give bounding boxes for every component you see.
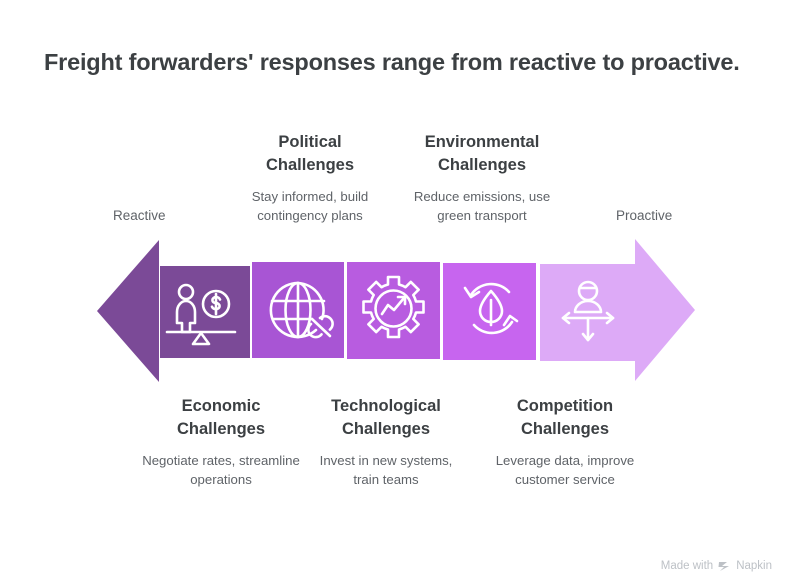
step-label-2: Political Challenges Stay informed, buil…: [228, 131, 392, 225]
step-title-line2: Challenges: [520, 420, 610, 439]
step-title-line1: Environmental: [424, 133, 540, 151]
step-title-4: Environmental Challenges: [400, 131, 564, 178]
arrowhead-left: [97, 240, 159, 382]
step-title-5: Competition Challenges: [483, 395, 647, 442]
gear-trend-chart-icon: [362, 275, 425, 339]
axis-label-reactive: Reactive: [113, 208, 166, 223]
step-tile-2[interactable]: [252, 262, 344, 358]
step-desc-4: Reduce emissions, use green transport: [413, 188, 551, 224]
step-tile-4[interactable]: [443, 263, 536, 360]
step-desc-2: Stay informed, build contingency plans: [251, 188, 369, 224]
step-desc-5: Leverage data, improve customer service: [495, 452, 635, 488]
step-desc-3: Invest in new systems, train teams: [319, 452, 453, 488]
globe-broken-link-icon: [269, 281, 334, 339]
step-title-2: Political Challenges: [228, 131, 392, 178]
step-title-line1: Economic: [181, 397, 261, 415]
step-label-3: Technological Challenges Invest in new s…: [306, 395, 466, 489]
balance-scale-person-money-icon: [165, 283, 237, 346]
page-title: Freight forwarders' responses range from…: [44, 49, 740, 75]
step-label-1: Economic Challenges Negotiate rates, str…: [141, 395, 301, 489]
axis-label-proactive: Proactive: [616, 208, 673, 223]
step-label-5: Competition Challenges Leverage data, im…: [483, 395, 647, 489]
step-desc-1: Negotiate rates, streamline operations: [142, 452, 300, 488]
step-title-line2: Challenges: [265, 156, 355, 175]
step-title-line1: Competition: [516, 397, 614, 415]
step-title-3: Technological Challenges: [306, 395, 466, 442]
arrowhead-right: [635, 239, 695, 381]
napkin-chevron-logo: [718, 561, 730, 571]
step-title-line2: Challenges: [176, 420, 266, 439]
step-tile-3[interactable]: [347, 262, 440, 359]
step-tile-1[interactable]: [160, 266, 250, 358]
watermark-prefix: Made with: [660, 560, 714, 572]
step-title-line1: Technological: [331, 397, 441, 415]
watermark-brand: Napkin: [736, 560, 772, 572]
recycle-leaf-icon: [463, 282, 519, 335]
step-tile-5[interactable]: [540, 264, 636, 361]
person-expand-arrows-icon: [561, 280, 615, 342]
napkin-watermark: Made with Napkin: [661, 560, 772, 572]
step-title-1: Economic Challenges: [141, 395, 301, 442]
step-title-line2: Challenges: [341, 420, 431, 439]
step-title-line1: Political: [278, 133, 342, 151]
step-label-4: Environmental Challenges Reduce emission…: [400, 131, 564, 225]
step-title-line2: Challenges: [437, 156, 527, 175]
